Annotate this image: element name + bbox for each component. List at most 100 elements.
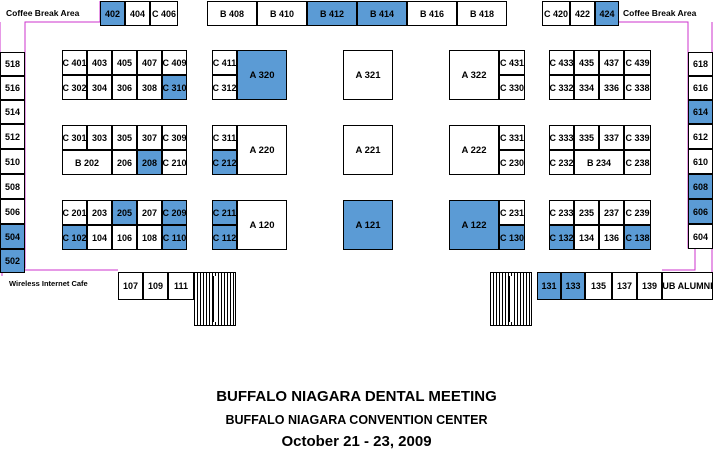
booth-c409[interactable]: C 409 <box>162 50 187 75</box>
booth-a121[interactable]: A 121 <box>343 200 393 250</box>
booth-608[interactable]: 608 <box>688 174 713 199</box>
booth-c138[interactable]: C 138 <box>624 225 651 250</box>
booth-336[interactable]: 336 <box>599 75 624 100</box>
booth-c330[interactable]: C 330 <box>499 75 525 100</box>
booth-502[interactable]: 502 <box>0 249 25 273</box>
booth-c309[interactable]: C 309 <box>162 125 187 150</box>
booth-a320[interactable]: A 320 <box>237 50 287 100</box>
booth-c331[interactable]: C 331 <box>499 125 525 150</box>
booth-c311[interactable]: C 311 <box>212 125 237 150</box>
booth-305[interactable]: 305 <box>112 125 137 150</box>
booth-303[interactable]: 303 <box>87 125 112 150</box>
booth-c211[interactable]: C 211 <box>212 200 237 225</box>
booth-c433[interactable]: C 433 <box>549 50 574 75</box>
booth-b410[interactable]: B 410 <box>257 1 307 26</box>
booth-c338[interactable]: C 338 <box>624 75 651 100</box>
booth-c406[interactable]: C 406 <box>150 1 178 26</box>
booth-506[interactable]: 506 <box>0 199 25 224</box>
booth-c420[interactable]: C 420 <box>542 1 570 26</box>
booth-139[interactable]: 139 <box>637 272 662 300</box>
booth-a221[interactable]: A 221 <box>343 125 393 175</box>
booth-107[interactable]: 107 <box>118 272 143 300</box>
booth-a220[interactable]: A 220 <box>237 125 287 175</box>
booth-a321[interactable]: A 321 <box>343 50 393 100</box>
booth-612[interactable]: 612 <box>688 124 713 149</box>
booth-b412[interactable]: B 412 <box>307 1 357 26</box>
booth-ub-alumni[interactable]: UB ALUMNI <box>662 272 713 300</box>
booth-108[interactable]: 108 <box>137 225 162 250</box>
booth-508[interactable]: 508 <box>0 174 25 199</box>
booth-c312[interactable]: C 312 <box>212 75 237 100</box>
booth-a222[interactable]: A 222 <box>449 125 499 175</box>
booth-c230[interactable]: C 230 <box>499 150 525 175</box>
booth-133[interactable]: 133 <box>561 272 585 300</box>
booth-504[interactable]: 504 <box>0 224 25 249</box>
booth-403[interactable]: 403 <box>87 50 112 75</box>
booth-c333[interactable]: C 333 <box>549 125 574 150</box>
booth-206[interactable]: 206 <box>112 150 137 175</box>
booth-a122[interactable]: A 122 <box>449 200 499 250</box>
booth-b408[interactable]: B 408 <box>207 1 257 26</box>
booth-109[interactable]: 109 <box>143 272 168 300</box>
booth-c210[interactable]: C 210 <box>162 150 187 175</box>
booth-135[interactable]: 135 <box>585 272 612 300</box>
booth-c132[interactable]: C 132 <box>549 225 574 250</box>
booth-510[interactable]: 510 <box>0 149 25 174</box>
booth-334[interactable]: 334 <box>574 75 599 100</box>
booth-337[interactable]: 337 <box>599 125 624 150</box>
booth-c439[interactable]: C 439 <box>624 50 651 75</box>
booth-c201[interactable]: C 201 <box>62 200 87 225</box>
booth-335[interactable]: 335 <box>574 125 599 150</box>
booth-c302[interactable]: C 302 <box>62 75 87 100</box>
booth-c310[interactable]: C 310 <box>162 75 187 100</box>
booth-c130[interactable]: C 130 <box>499 225 525 250</box>
booth-207[interactable]: 207 <box>137 200 162 225</box>
booth-618[interactable]: 618 <box>688 52 713 76</box>
booth-136[interactable]: 136 <box>599 225 624 250</box>
booth-b414[interactable]: B 414 <box>357 1 407 26</box>
booth-c401[interactable]: C 401 <box>62 50 87 75</box>
booth-610[interactable]: 610 <box>688 149 713 174</box>
booth-c238[interactable]: C 238 <box>624 150 651 175</box>
booth-514[interactable]: 514 <box>0 100 25 124</box>
booth-304[interactable]: 304 <box>87 75 112 100</box>
booth-307[interactable]: 307 <box>137 125 162 150</box>
booth-b234[interactable]: B 234 <box>574 150 624 175</box>
booth-308[interactable]: 308 <box>137 75 162 100</box>
booth-c112[interactable]: C 112 <box>212 225 237 250</box>
booth-405[interactable]: 405 <box>112 50 137 75</box>
booth-c411[interactable]: C 411 <box>212 50 237 75</box>
booth-106[interactable]: 106 <box>112 225 137 250</box>
booth-c209[interactable]: C 209 <box>162 200 187 225</box>
booth-237[interactable]: 237 <box>599 200 624 225</box>
booth-104[interactable]: 104 <box>87 225 112 250</box>
booth-c231[interactable]: C 231 <box>499 200 525 225</box>
booth-435[interactable]: 435 <box>574 50 599 75</box>
booth-614[interactable]: 614 <box>688 100 713 124</box>
booth-402[interactable]: 402 <box>100 1 125 26</box>
booth-b416[interactable]: B 416 <box>407 1 457 26</box>
booth-604[interactable]: 604 <box>688 224 713 249</box>
booth-203[interactable]: 203 <box>87 200 112 225</box>
booth-407[interactable]: 407 <box>137 50 162 75</box>
booth-512[interactable]: 512 <box>0 124 25 149</box>
booth-c239[interactable]: C 239 <box>624 200 651 225</box>
booth-518[interactable]: 518 <box>0 52 25 76</box>
booth-c212[interactable]: C 212 <box>212 150 237 175</box>
booth-c233[interactable]: C 233 <box>549 200 574 225</box>
booth-205[interactable]: 205 <box>112 200 137 225</box>
booth-134[interactable]: 134 <box>574 225 599 250</box>
booth-422[interactable]: 422 <box>570 1 595 26</box>
booth-111[interactable]: 111 <box>168 272 194 300</box>
booth-616[interactable]: 616 <box>688 76 713 100</box>
booth-131[interactable]: 131 <box>537 272 561 300</box>
booth-c339[interactable]: C 339 <box>624 125 651 150</box>
booth-404[interactable]: 404 <box>125 1 150 26</box>
booth-437[interactable]: 437 <box>599 50 624 75</box>
booth-208[interactable]: 208 <box>137 150 162 175</box>
booth-a322[interactable]: A 322 <box>449 50 499 100</box>
booth-235[interactable]: 235 <box>574 200 599 225</box>
booth-c301[interactable]: C 301 <box>62 125 87 150</box>
booth-c332[interactable]: C 332 <box>549 75 574 100</box>
booth-b418[interactable]: B 418 <box>457 1 507 26</box>
